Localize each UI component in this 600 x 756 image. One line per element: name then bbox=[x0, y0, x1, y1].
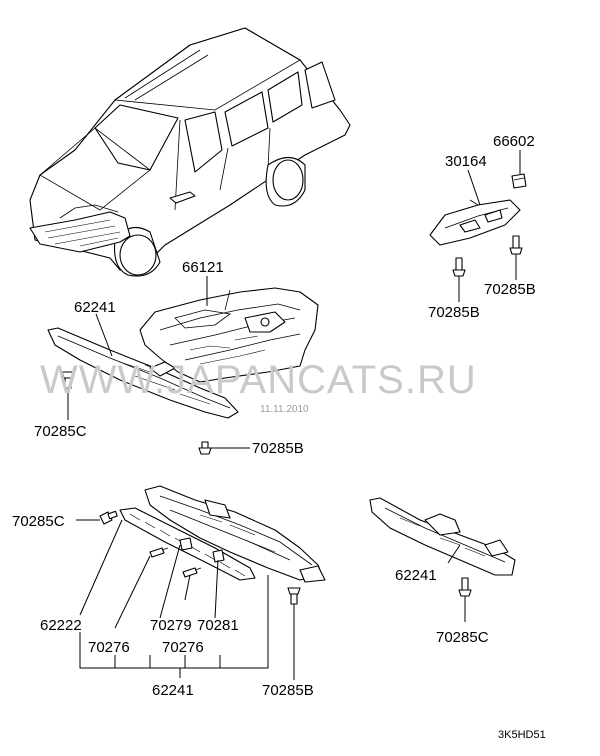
bolt-70285B-a-icon bbox=[452, 257, 466, 277]
label-70285B-d: 70285B bbox=[262, 682, 314, 699]
part-66602-clip-icon bbox=[511, 173, 527, 189]
label-62241-a: 62241 bbox=[74, 299, 116, 316]
part-62241-side-cover-a bbox=[47, 327, 239, 419]
part-62241-lower-assembly bbox=[119, 485, 326, 583]
bolt-70285B-b-icon bbox=[509, 235, 523, 255]
label-70285B-c: 70285B bbox=[252, 440, 304, 457]
part-62241-side-cover-c bbox=[369, 497, 516, 576]
watermark-text: WWW.JAPANCATS.RU bbox=[40, 358, 477, 402]
label-62222: 62222 bbox=[40, 617, 82, 634]
part-66121-center-cover bbox=[139, 287, 319, 383]
label-66602: 66602 bbox=[493, 133, 535, 150]
watermark-date: 11.11.2010 bbox=[260, 404, 309, 415]
vehicle-illustration bbox=[29, 27, 351, 277]
diagram-code: 3K5HD51 bbox=[498, 729, 546, 741]
label-70285B-a: 70285B bbox=[428, 304, 480, 321]
label-70285C-a: 70285C bbox=[34, 423, 87, 440]
part-30164-bracket bbox=[429, 199, 521, 246]
label-66121: 66121 bbox=[182, 259, 224, 276]
label-62241-b: 62241 bbox=[152, 682, 194, 699]
label-62241-c: 62241 bbox=[395, 567, 437, 584]
bolt-70285C-c-icon bbox=[458, 577, 472, 597]
bolt-70285C-b-icon bbox=[99, 510, 118, 525]
label-30164: 30164 bbox=[445, 153, 487, 170]
screw-70276-b-icon bbox=[182, 567, 202, 578]
label-70276-b: 70276 bbox=[162, 639, 204, 656]
label-70276-a: 70276 bbox=[88, 639, 130, 656]
bolt-70285B-d-icon bbox=[287, 587, 301, 605]
label-70285B-b: 70285B bbox=[484, 281, 536, 298]
label-70285C-c: 70285C bbox=[436, 629, 489, 646]
label-70279: 70279 bbox=[150, 617, 192, 634]
label-70281: 70281 bbox=[197, 617, 239, 634]
label-70285C-b: 70285C bbox=[12, 513, 65, 530]
screw-70276-a-icon bbox=[149, 547, 169, 558]
bolt-70285B-c-icon bbox=[198, 441, 212, 455]
